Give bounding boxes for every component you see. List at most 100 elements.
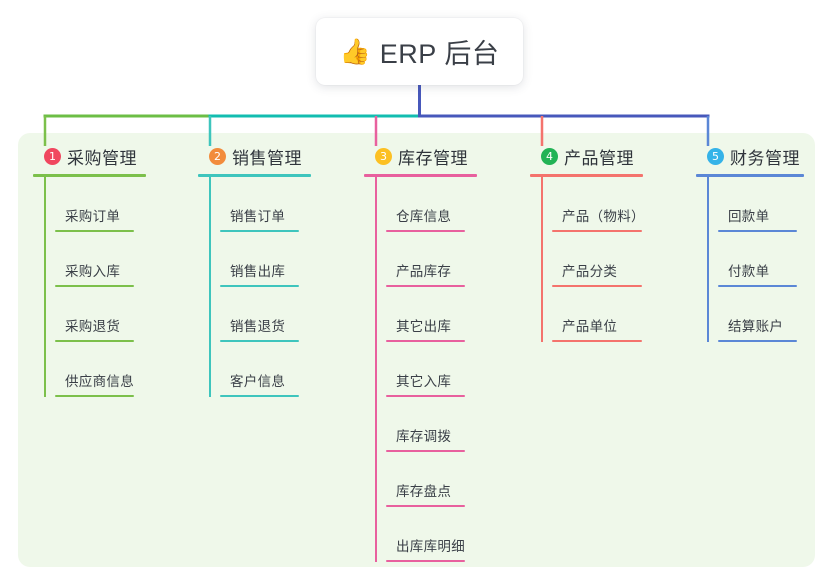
branch-spine [375,177,377,562]
branch-leaf-list: 仓库信息产品库存其它出库其它入库库存调拨库存盘点出库库明细 [364,177,487,562]
leaf-item-rule [220,285,299,287]
branch-header-1[interactable]: 1 采购管理 [33,144,156,168]
branch-leaf-list: 产品（物料） 产品分类产品单位 [530,177,653,342]
branch-header-rule [530,174,643,177]
branch-number-badge: 1 [44,147,61,165]
leaf-item-label: 采购订单 [65,209,121,224]
leaf-item-rule [220,230,299,232]
leaf-item[interactable]: 仓库信息 [375,177,487,232]
leaf-item-label: 库存调拨 [396,429,452,444]
branch-column-2: 2 销售管理销售订单销售出库销售退货客户信息 [198,144,321,397]
leaf-item-rule [386,285,465,287]
leaf-item-label: 产品（物料） [562,209,645,224]
leaf-item-label: 出库库明细 [396,539,465,554]
leaf-item-rule [718,340,797,342]
leaf-item-label: 客户信息 [230,374,286,389]
branch-spine [209,177,211,397]
leaf-item-rule [220,340,299,342]
branch-column-1: 1 采购管理采购订单采购入库采购退货供应商信息 [33,144,156,397]
branch-leaf-list: 回款单付款单结算账户 [696,177,809,342]
leaf-item[interactable]: 销售订单 [209,177,321,232]
leaf-item-label: 销售退货 [230,319,286,334]
thumbs-up-icon: 👍 [339,38,371,66]
leaf-item[interactable]: 客户信息 [209,342,321,397]
leaf-item[interactable]: 其它入库 [375,342,487,397]
branch-spine [541,177,543,342]
leaf-item-label: 产品库存 [396,264,452,279]
branch-number-badge: 2 [209,147,226,165]
leaf-item-label: 回款单 [728,209,770,224]
leaf-item-label: 其它入库 [396,374,452,389]
branch-spine [44,177,46,397]
branch-leaf-list: 销售订单销售出库销售退货客户信息 [198,177,321,397]
branch-column-5: 5 财务管理回款单付款单结算账户 [696,144,809,342]
leaf-item-label: 销售订单 [230,209,286,224]
leaf-item-label: 产品分类 [562,264,618,279]
leaf-item-label: 销售出库 [230,264,286,279]
root-title: ERP 后台 [379,39,500,69]
branch-title: 库存管理 [398,148,468,168]
branch-header-rule [696,174,804,177]
leaf-item-rule [552,230,642,232]
branch-title: 采购管理 [67,148,137,168]
branch-leaf-list: 采购订单采购入库采购退货供应商信息 [33,177,156,397]
branch-header-rule [198,174,311,177]
leaf-item[interactable]: 回款单 [707,177,809,232]
leaf-item-rule [55,230,134,232]
leaf-item-label: 付款单 [728,264,770,279]
leaf-item[interactable]: 库存盘点 [375,452,487,507]
branch-header-rule [33,174,146,177]
leaf-item[interactable]: 采购退货 [44,287,156,342]
branch-title: 销售管理 [232,148,302,168]
branch-number-badge: 5 [707,147,724,165]
leaf-item-rule [718,230,797,232]
leaf-item-label: 采购入库 [65,264,121,279]
leaf-item-label: 产品单位 [562,319,618,334]
branch-header-rule [364,174,477,177]
leaf-item[interactable]: 结算账户 [707,287,809,342]
leaf-item-rule [55,395,134,397]
leaf-item-rule [220,395,299,397]
leaf-item-rule [386,450,465,452]
leaf-item-label: 其它出库 [396,319,452,334]
leaf-item[interactable]: 付款单 [707,232,809,287]
leaf-item[interactable]: 出库库明细 [375,507,487,562]
leaf-item[interactable]: 产品（物料） [541,177,653,232]
branch-spine [707,177,709,342]
leaf-item-rule [386,230,465,232]
leaf-item[interactable]: 其它出库 [375,287,487,342]
branch-header-3[interactable]: 3 库存管理 [364,144,487,168]
branch-column-3: 3 库存管理仓库信息产品库存其它出库其它入库库存调拨库存盘点出库库明细 [364,144,487,562]
leaf-item-label: 采购退货 [65,319,121,334]
leaf-item-rule [55,340,134,342]
leaf-item[interactable]: 库存调拨 [375,397,487,452]
branch-title: 产品管理 [564,148,634,168]
leaf-item[interactable]: 产品分类 [541,232,653,287]
branch-header-2[interactable]: 2 销售管理 [198,144,321,168]
leaf-item-rule [552,340,642,342]
leaf-item-rule [386,395,465,397]
leaf-item-label: 库存盘点 [396,484,452,499]
leaf-item[interactable]: 采购订单 [44,177,156,232]
leaf-item-rule [718,285,797,287]
leaf-item-rule [386,340,465,342]
branch-number-badge: 3 [375,147,392,165]
leaf-item-label: 供应商信息 [65,374,134,389]
leaf-item[interactable]: 销售退货 [209,287,321,342]
leaf-item[interactable]: 销售出库 [209,232,321,287]
leaf-item[interactable]: 采购入库 [44,232,156,287]
leaf-item[interactable]: 产品库存 [375,232,487,287]
branch-title: 财务管理 [730,148,800,168]
leaf-item-label: 结算账户 [728,319,784,334]
leaf-item-label: 仓库信息 [396,209,452,224]
leaf-item-rule [552,285,642,287]
root-node[interactable]: 👍 ERP 后台 [316,18,523,85]
leaf-item[interactable]: 产品单位 [541,287,653,342]
leaf-item[interactable]: 供应商信息 [44,342,156,397]
branch-header-5[interactable]: 5 财务管理 [696,144,809,168]
leaf-item-rule [386,505,465,507]
leaf-item-rule [55,285,134,287]
